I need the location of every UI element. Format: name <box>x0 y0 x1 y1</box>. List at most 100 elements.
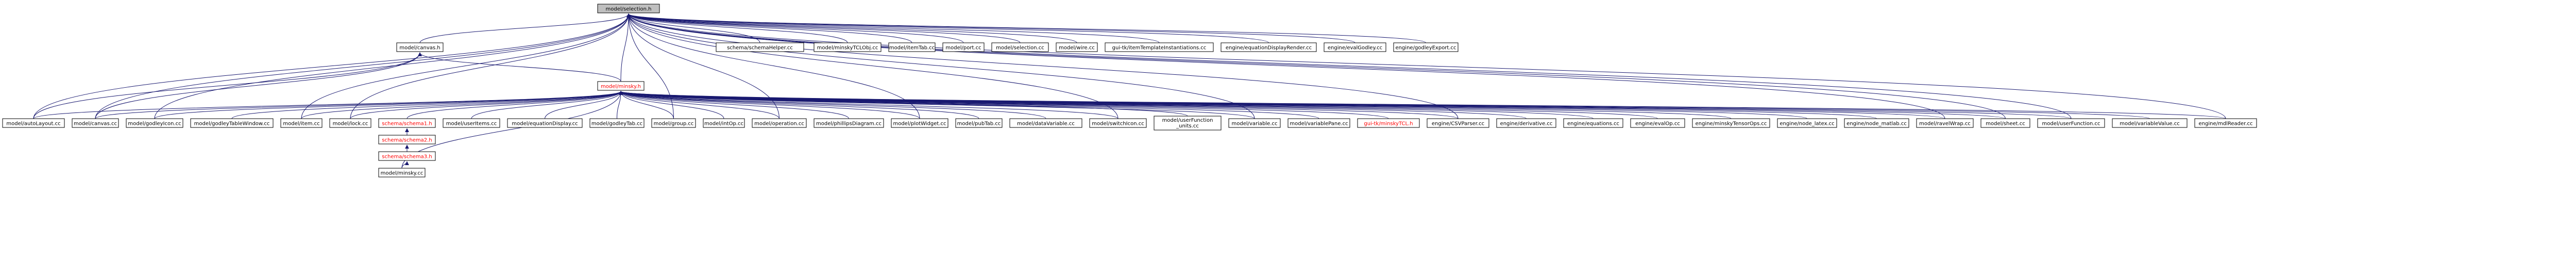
node-box <box>72 118 119 128</box>
node-phillips[interactable]: model/phillipsDiagram.cc <box>814 118 884 128</box>
node-pyclass[interactable]: gui-tk/itemTemplateInstantiations.cc <box>1105 42 1214 52</box>
node-evaldisplay[interactable]: engine/evalGodley.cc <box>1324 42 1386 52</box>
node-userfunction[interactable]: model/userFunction.cc <box>2037 118 2105 128</box>
node-derivative[interactable]: engine/derivative.cc <box>1496 118 1556 128</box>
node-userfns[interactable]: model/userItems.cc <box>443 118 500 128</box>
node-box <box>1287 118 1350 128</box>
node-minsky_cc[interactable]: model/minsky.cc <box>378 168 426 178</box>
node-label: model/equationDisplay.cc <box>512 121 578 127</box>
node-godleyexport2[interactable]: engine/mdlReader.cc <box>2194 118 2257 128</box>
edge-root-to-canvas_h <box>419 13 631 43</box>
node-sheet[interactable]: model/sheet.cc <box>1980 118 2030 128</box>
node-label: model/operation.cc <box>754 121 804 127</box>
node-selection_cc[interactable]: model/selection.cc <box>991 42 1049 52</box>
node-label: model/itemTab.cc <box>889 45 935 51</box>
node-vartab[interactable]: model/variablePane.cc <box>1287 118 1350 128</box>
node-label: model/port.cc <box>945 45 981 51</box>
node-label: model/minskyTCLObj.cc <box>817 45 878 51</box>
node-plotwidget[interactable]: model/plotWidget.cc <box>891 118 948 128</box>
edge-root-to-plotwidget <box>626 13 920 119</box>
edge-line <box>406 91 623 119</box>
node-schema2_h[interactable]: schema/schema2.h <box>378 135 436 144</box>
edge-minsky_h-to-godleyexport2 <box>619 91 2226 119</box>
node-ravelwrap[interactable]: model/dataVariable.cc <box>1009 118 1082 128</box>
node-godleytab[interactable]: model/godleyTab.cc <box>589 118 645 128</box>
node-tclmain[interactable]: model/minskyTCLObj.cc <box>814 42 882 52</box>
edge-root-to-lock_cc <box>350 13 631 119</box>
node-canvas_h[interactable]: model/canvas.h <box>396 42 444 52</box>
node-variable[interactable]: model/variable.cc <box>1228 118 1281 128</box>
node-minsky_h[interactable]: model/minsky.h <box>597 81 645 91</box>
node-eqdisplay[interactable]: engine/equationDisplayRender.cc <box>1221 42 1317 52</box>
node-eqdisp2[interactable]: model/equationDisplay.cc <box>507 118 583 128</box>
node-autolayout[interactable]: model/autoLayout.cc <box>2 118 65 128</box>
node-ravelwrap2[interactable]: model/ravelWrap.cc <box>1916 118 1974 128</box>
node-node_matlab[interactable]: engine/node_matlab.cc <box>1844 118 1909 128</box>
node-canvas_cc[interactable]: model/canvas.cc <box>72 118 119 128</box>
node-port[interactable]: model/port.cc <box>942 42 985 52</box>
node-pubtab[interactable]: model/pubTab.cc <box>955 118 1003 128</box>
node-equations[interactable]: engine/equations.cc <box>1563 118 1623 128</box>
edge-schema3_h-to-minsky_cc <box>401 161 409 169</box>
edge-line <box>95 13 631 119</box>
node-box <box>2194 118 2257 128</box>
node-godleyicon[interactable]: model/godleyIcon.cc <box>126 118 183 128</box>
node-plotwidget_tcl[interactable]: model/itemTab.cc <box>888 42 936 52</box>
node-box <box>1357 118 1420 128</box>
node-label: model/plotWidget.cc <box>893 121 946 127</box>
node-evalop[interactable]: engine/evalOp.cc <box>1630 118 1685 128</box>
edge-minsky_h-to-variable <box>619 91 1255 119</box>
edge-line <box>626 13 912 43</box>
edge-minsky_h-to-switchicon <box>619 91 1118 119</box>
node-box <box>991 42 1049 52</box>
node-group_cc[interactable]: model/group.cc <box>651 118 696 128</box>
edge-root-to-switchicon <box>626 13 1118 119</box>
node-label: model/phillipsDiagram.cc <box>816 121 882 127</box>
node-box <box>888 42 936 52</box>
node-label: model/sheet.cc <box>1986 121 2025 127</box>
node-varvalue[interactable]: model/variableValue.cc <box>2112 118 2188 128</box>
node-box <box>1692 118 1770 128</box>
edge-line <box>619 91 920 119</box>
edge-root-to-selection_cc <box>626 13 1021 43</box>
edge-minsky_h-to-plotwidget <box>619 91 920 119</box>
node-label: model/ravelWrap.cc <box>1919 121 1971 127</box>
edge-line <box>619 91 724 119</box>
node-node_latex[interactable]: engine/node_latex.cc <box>1777 118 1837 128</box>
node-s_helper[interactable]: schema/schemaHelper.cc <box>716 42 804 52</box>
node-schema3_h[interactable]: schema/schema3.h <box>378 151 436 161</box>
edge-line <box>626 13 1426 43</box>
node-label: model/item.cc <box>283 121 319 127</box>
edge-line <box>626 13 1269 43</box>
node-operation[interactable]: model/operation.cc <box>752 118 807 128</box>
node-box <box>396 42 444 52</box>
node-box <box>597 81 645 91</box>
node-godleytablewin[interactable]: model/godleyTableWindow.cc <box>190 118 274 128</box>
node-intop[interactable]: model/intOp.cc <box>703 118 745 128</box>
edge-line <box>626 13 1255 119</box>
node-c2schema[interactable]: engine/CSVParser.cc <box>1427 118 1489 128</box>
node-switchicon[interactable]: model/switchIcon.cc <box>1089 118 1147 128</box>
edge-line <box>33 91 623 119</box>
edge-minsky_h-to-autolayout <box>33 91 623 119</box>
node-minskytensorops[interactable]: engine/minskyTensorOps.cc <box>1692 118 1770 128</box>
node-minsky_tcl[interactable]: gui-tk/minskyTCL.h <box>1357 118 1420 128</box>
node-label: model/variable.cc <box>1231 121 1277 127</box>
node-item_cc[interactable]: model/item.cc <box>280 118 323 128</box>
edge-layer <box>33 13 2226 169</box>
node-lock_cc[interactable]: model/lock.cc <box>329 118 371 128</box>
edge-line <box>619 91 1389 119</box>
node-root[interactable]: model/selection.h <box>597 4 660 13</box>
node-userfn[interactable]: model/userFunction_units.cc <box>1154 116 1222 131</box>
edge-line <box>626 13 964 43</box>
node-box <box>1009 118 1082 128</box>
edge-canvas_h-to-canvas_cc <box>95 52 422 119</box>
edge-line <box>619 91 2226 119</box>
node-godleyexport[interactable]: engine/godleyExport.cc <box>1393 42 1459 52</box>
node-wire_cc[interactable]: model/wire.cc <box>1056 42 1098 52</box>
node-box <box>329 118 371 128</box>
node-label: model/pubTab.cc <box>957 121 1001 127</box>
edge-line <box>620 13 631 82</box>
node-schema1_h[interactable]: schema/schema1.h <box>378 118 436 128</box>
edge-line <box>626 13 2072 119</box>
